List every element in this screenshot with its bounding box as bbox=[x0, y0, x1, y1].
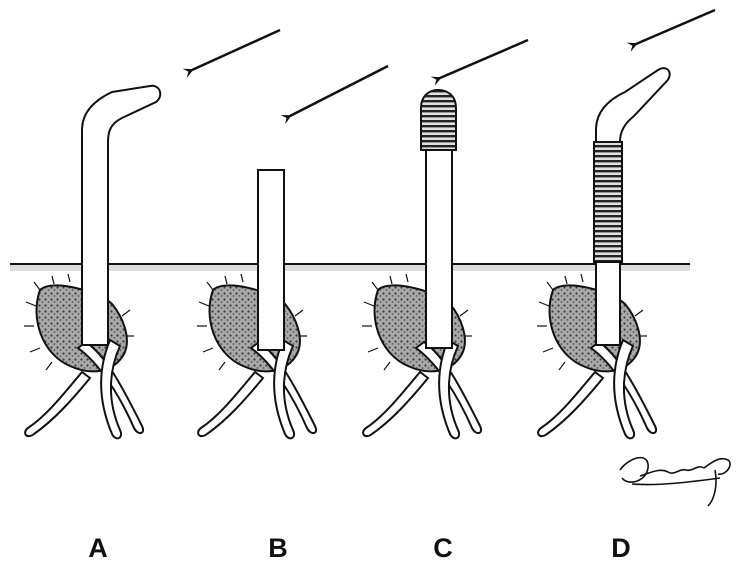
seedling-b bbox=[197, 170, 316, 438]
light-arrow-d bbox=[636, 10, 715, 44]
tip-cap-c bbox=[421, 90, 456, 150]
light-arrow-b bbox=[290, 66, 388, 116]
light-arrow-a bbox=[192, 30, 280, 70]
panel-label-d: D bbox=[601, 533, 641, 563]
artist-signature bbox=[620, 458, 730, 506]
coleoptile-c bbox=[426, 138, 452, 348]
coleoptile-b bbox=[258, 170, 284, 350]
coleoptile-a bbox=[82, 86, 160, 345]
panel-label-c: C bbox=[423, 533, 463, 563]
sleeve-d bbox=[594, 142, 622, 262]
panel-label-a: A bbox=[78, 533, 118, 563]
seedling-a bbox=[24, 86, 160, 439]
light-arrow-c bbox=[440, 40, 528, 78]
panel-label-b: B bbox=[258, 533, 298, 563]
seedling-d bbox=[537, 68, 670, 438]
